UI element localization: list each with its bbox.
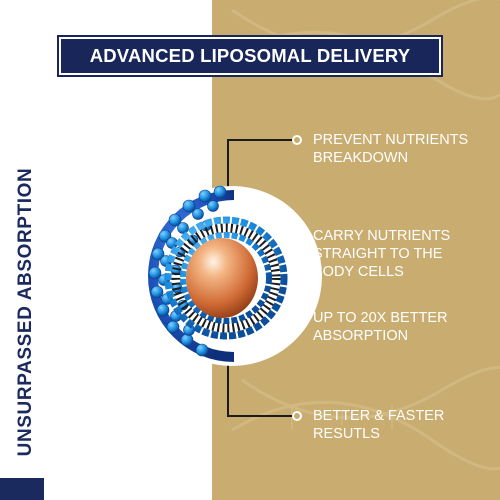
callout-faster-results: BETTER & FASTER RESUTLS [313, 408, 445, 442]
callout-prevent-breakdown: PREVENT NUTRIENTS BREAKDOWN [313, 132, 469, 166]
callout-better-absorption: UP TO 20X BETTER ABSORPTION [313, 310, 448, 344]
callout-carry-nutrients: CARRY NUTRIENTS STRAIGHT TO THE BODY CEL… [313, 228, 451, 280]
nutrient-core [186, 238, 258, 318]
bilayer-ring [171, 223, 281, 333]
callout-dot-4 [292, 411, 302, 421]
navy-corner-bar [0, 478, 44, 500]
header-banner: ADVANCED LIPOSOMAL DELIVERY [57, 35, 443, 77]
banner-title: ADVANCED LIPOSOMAL DELIVERY [89, 45, 411, 66]
callout-dot-1 [292, 135, 302, 145]
connector-4 [227, 352, 296, 417]
connector-1 [227, 139, 296, 205]
